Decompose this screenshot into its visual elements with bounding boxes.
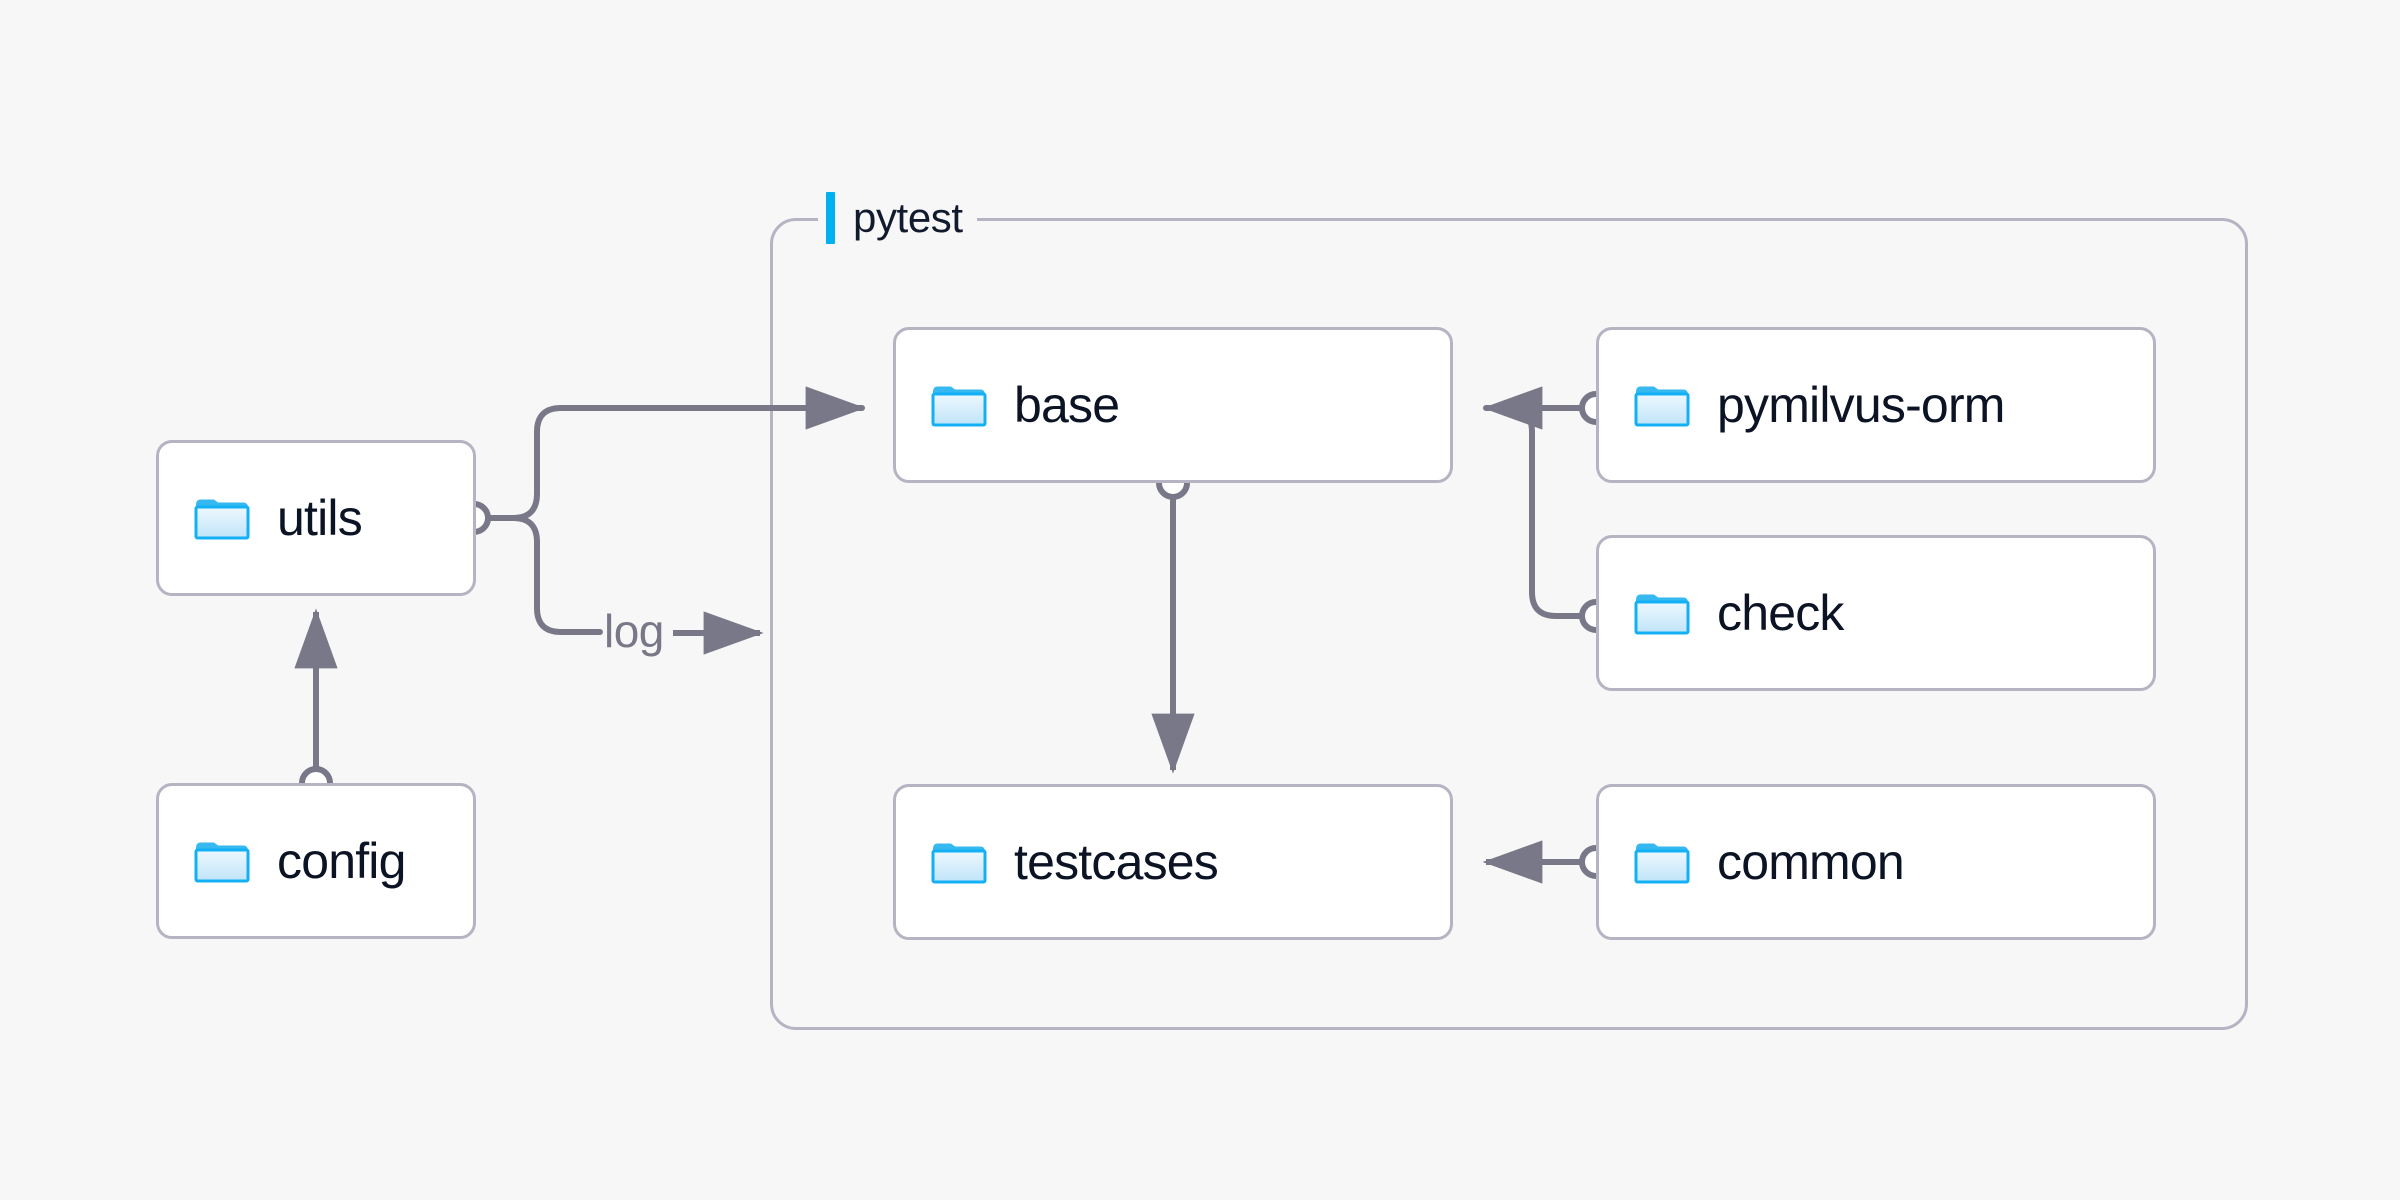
node-utils[interactable]: utils bbox=[156, 440, 476, 596]
node-label-check: check bbox=[1717, 585, 1844, 641]
node-testcases[interactable]: testcases bbox=[893, 784, 1453, 940]
edge-utils-to-log bbox=[484, 515, 603, 635]
node-common[interactable]: common bbox=[1596, 784, 2156, 940]
folder-icon bbox=[1634, 843, 1690, 884]
group-pytest-box bbox=[770, 218, 2248, 1030]
node-label-base: base bbox=[1014, 377, 1120, 433]
node-check[interactable]: check bbox=[1596, 535, 2156, 691]
folder-icon bbox=[194, 499, 250, 540]
node-label-testcases: testcases bbox=[1014, 834, 1219, 890]
folder-icon bbox=[1634, 386, 1690, 427]
folder-icon bbox=[194, 842, 250, 883]
node-pymilvus-orm[interactable]: pymilvus-orm bbox=[1596, 327, 2156, 483]
edge-label-log: log bbox=[604, 605, 664, 657]
node-label-config: config bbox=[277, 833, 406, 889]
group-accent-bar bbox=[826, 192, 835, 244]
node-label-pymilvus-orm: pymilvus-orm bbox=[1717, 377, 2005, 433]
node-label-common: common bbox=[1717, 834, 1905, 890]
folder-icon bbox=[1634, 594, 1690, 635]
node-base[interactable]: base bbox=[893, 327, 1453, 483]
folder-icon bbox=[931, 386, 987, 427]
group-pytest-label: pytest bbox=[818, 187, 977, 249]
node-config[interactable]: config bbox=[156, 783, 476, 939]
node-label-utils: utils bbox=[277, 490, 363, 546]
group-pytest-title: pytest bbox=[853, 194, 963, 241]
folder-icon bbox=[931, 843, 987, 884]
